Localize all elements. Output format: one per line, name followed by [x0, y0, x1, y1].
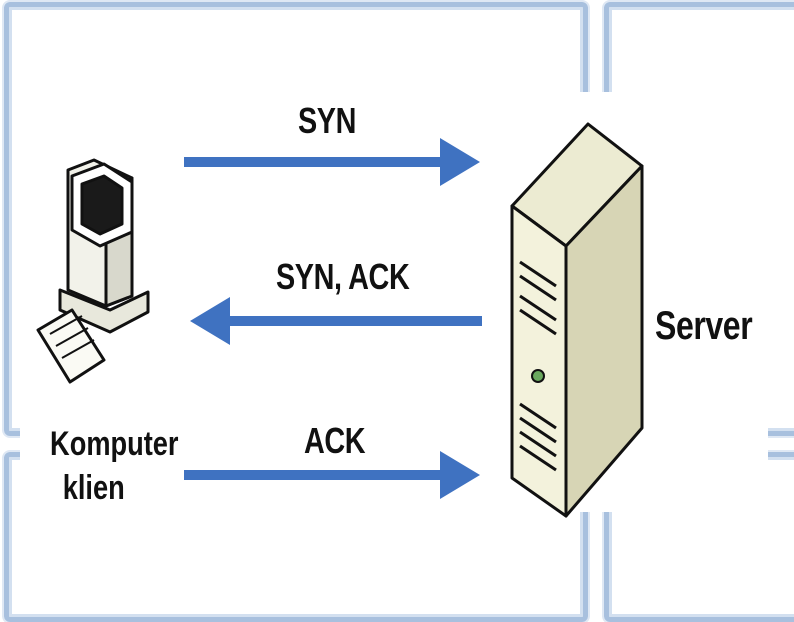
client-label: Komputer klien: [34, 422, 178, 510]
server-label: Server: [655, 304, 753, 348]
client-label-line2: klien: [62, 469, 125, 507]
syn-arrow: [184, 138, 480, 186]
client-computer-icon: [36, 158, 150, 384]
diagram-canvas: SYN SYN, ACK ACK Server Komputer klien: [4, 2, 794, 622]
syn-ack-label: SYN, ACK: [276, 256, 410, 297]
ack-label: ACK: [304, 420, 366, 461]
server-icon: [510, 122, 644, 518]
syn-ack-arrow: [190, 297, 482, 345]
handshake-illustration: [36, 122, 644, 518]
client-label-line1: Komputer: [50, 425, 179, 463]
syn-label: SYN: [298, 100, 357, 141]
ack-arrow: [184, 451, 480, 499]
